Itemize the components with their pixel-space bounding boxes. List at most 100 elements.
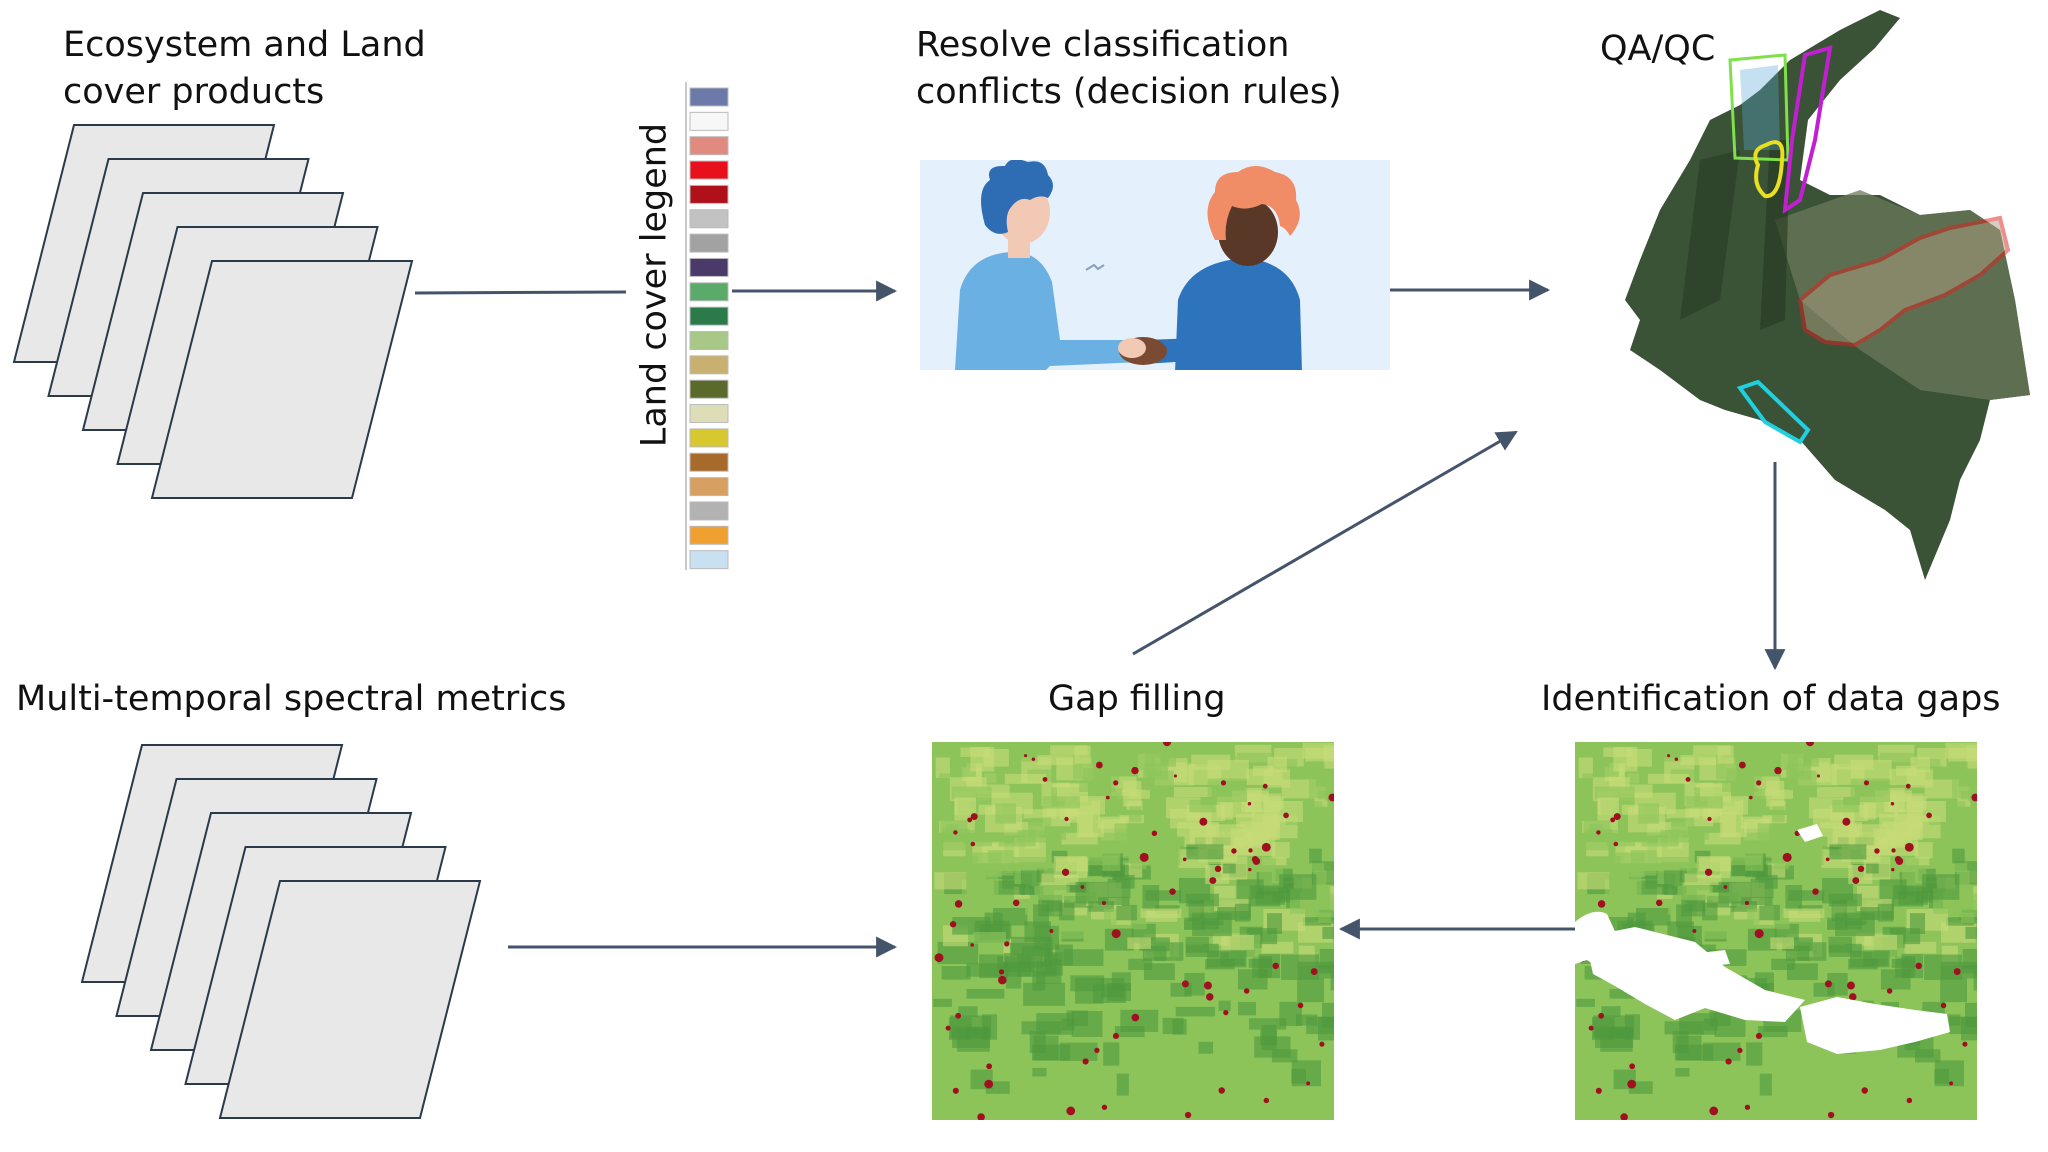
raster-red-pixel [1082, 1058, 1089, 1065]
raster-patch [1624, 867, 1642, 880]
raster-red-pixel [1949, 1081, 1954, 1086]
raster-patch [1759, 1073, 1772, 1096]
qc-region-red [1797, 215, 2011, 348]
raster-red-pixel [1252, 857, 1261, 865]
raster-red-pixel [998, 969, 1005, 975]
raster-patch [937, 941, 979, 965]
raster-patch [1189, 799, 1216, 813]
colombia-relief-map [1625, 10, 2030, 580]
raster-patch [1740, 816, 1772, 829]
raster-patch [976, 817, 993, 826]
raster-patch [1004, 773, 1046, 784]
raster-patch [1185, 893, 1219, 907]
raster-patch [1115, 792, 1129, 804]
raster-red-pixel [949, 921, 957, 928]
raster-patch [1302, 917, 1332, 926]
raster-patch [1896, 765, 1917, 776]
raster-patch [1146, 848, 1181, 866]
legend-swatch [689, 184, 729, 204]
raster-red-pixel [1849, 993, 1857, 1001]
raster-patch [1865, 863, 1879, 874]
raster-patch [1848, 959, 1878, 970]
raster-patch [1910, 756, 1930, 773]
raster-red-pixel [954, 900, 963, 908]
raster-patch [954, 797, 976, 821]
person-left-hair [981, 160, 1053, 234]
raster-patch [1042, 796, 1080, 809]
raster-red-pixel [1206, 993, 1214, 1001]
raster-red-pixel [1248, 867, 1252, 872]
raster-patch [1023, 809, 1056, 819]
raster-red-pixel [1613, 841, 1619, 847]
raster-patch [1103, 1042, 1120, 1066]
raster-red-pixel [970, 841, 976, 847]
raster-red-pixel [1874, 848, 1880, 854]
raster-red-pixel [1151, 830, 1158, 837]
raster-patch [1597, 797, 1619, 821]
raster-patch [1577, 872, 1610, 890]
raster-red-pixel [1328, 793, 1334, 802]
raster-patch [1037, 755, 1079, 766]
raster-red-pixel [1895, 857, 1904, 865]
raster-patch [1046, 806, 1079, 817]
raster-patch [1321, 1002, 1334, 1028]
raster-patch [993, 880, 1025, 895]
raster-patch [1107, 788, 1122, 799]
raster-patch [1746, 1042, 1763, 1066]
raster-red-pixel [1805, 742, 1815, 747]
legend-swatch [689, 525, 729, 545]
raster-red-pixel [1744, 1104, 1751, 1110]
gap-filled-raster [932, 742, 1334, 1120]
raster-patch [1279, 874, 1317, 900]
raster-red-pixel [1004, 941, 1010, 947]
raster-patch [1116, 1073, 1129, 1096]
label-qa-qc: QA/QC [1600, 29, 1716, 69]
raster-patch [1729, 855, 1762, 866]
raster-patch [1034, 886, 1070, 900]
data-gap-region [1665, 950, 1730, 970]
raster-red-pixel [1825, 857, 1830, 862]
raster-patch [1914, 842, 1933, 859]
raster-red-pixel [1283, 812, 1289, 819]
raster-patch [1313, 870, 1327, 893]
raster-patch [1721, 822, 1747, 838]
raster-patch [1685, 796, 1723, 809]
raster-patch [992, 907, 1028, 926]
raster-patch [1205, 959, 1235, 970]
raster-patch [1954, 761, 1968, 777]
raster-patch [1967, 836, 1977, 847]
raster-patch [983, 749, 1009, 767]
raster-patch [1115, 904, 1137, 921]
raster-patch [1308, 813, 1334, 829]
raster-patch [1879, 879, 1907, 899]
raster-patch [1173, 787, 1212, 798]
raster-patch [1951, 813, 1977, 829]
raster-red-pixel [1272, 962, 1279, 970]
legend-swatch [689, 331, 729, 350]
map-ridge [1760, 140, 1790, 330]
raster-patch [1128, 958, 1153, 970]
raster-patch [1789, 848, 1824, 866]
raster-red-pixel [1707, 816, 1712, 822]
raster-red-pixel [1262, 783, 1268, 789]
raster-patch [1725, 768, 1763, 783]
raster-patch [1102, 847, 1121, 871]
label-spectral-metrics: Multi-temporal spectral metrics [16, 679, 567, 719]
raster-patch [995, 803, 1016, 824]
raster-patch [1028, 817, 1052, 827]
map-ridge [1680, 150, 1740, 320]
raster-patch [1904, 941, 1937, 954]
raster-red-pixel [1595, 1087, 1602, 1094]
handshake-illustration [920, 160, 1390, 370]
raster-patch [1740, 896, 1773, 906]
raster-patch [1940, 978, 1968, 1003]
raster-patch [1601, 1006, 1621, 1017]
legend-swatch [689, 501, 729, 521]
raster-patch [1787, 742, 1820, 767]
raster-patch [1962, 948, 1977, 970]
raster-red-pixel [1261, 842, 1271, 852]
raster-patch [1771, 958, 1796, 970]
raster-patch [1041, 873, 1079, 886]
raster-patch [1222, 863, 1236, 874]
raster-patch [1635, 907, 1671, 926]
